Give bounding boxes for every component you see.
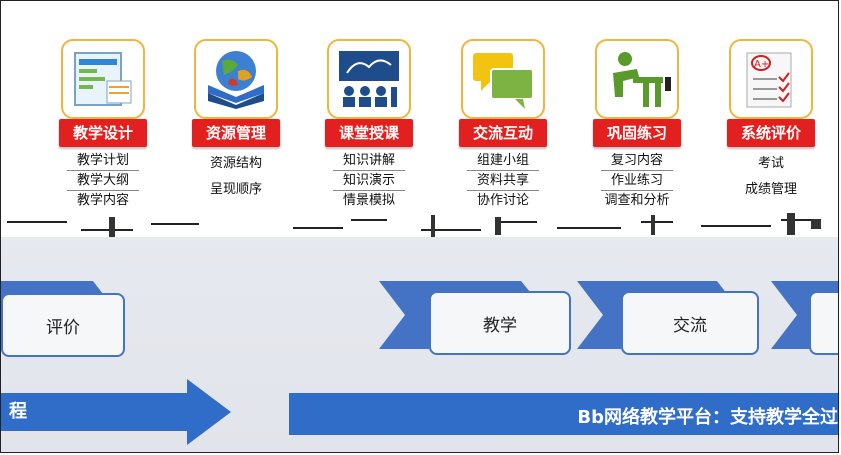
module-items: 教学计划 教学大纲 教学内容 — [61, 151, 145, 211]
module-item: 协作讨论 — [476, 193, 529, 208]
process-label: 程 — [9, 401, 27, 422]
module-item: 教学内容 — [76, 193, 129, 208]
module-items: 考试 成绩管理 — [729, 151, 813, 211]
student-desk-icon — [595, 39, 679, 119]
process-arrow — [1, 379, 231, 445]
module-item: 知识演示 — [333, 171, 405, 191]
flow-step-label: 交流 — [673, 315, 707, 336]
classroom-icon — [327, 39, 411, 119]
flow-step-evaluate: 评价 — [1, 293, 125, 357]
module-title: 系统评价 — [727, 119, 815, 147]
plan-document-icon — [61, 39, 145, 119]
module-title: 资源管理 — [192, 119, 280, 147]
module-resource-management: 资源管理 资源结构 呈现顺序 — [184, 31, 288, 216]
flow-step-label: 评价 — [46, 317, 80, 338]
svg-text:A+: A+ — [754, 59, 769, 70]
flow-step-label: 教学 — [483, 315, 517, 336]
module-items: 复习内容 作业练习 调查和分析 — [595, 151, 679, 211]
flow-step-partial — [809, 291, 838, 355]
module-evaluation: A+ 系统评价 考试 成绩管理 — [719, 31, 823, 216]
module-item: 组建小组 — [467, 151, 539, 171]
platform-bar: Bb网络教学平台：支持教学全过 — [289, 393, 838, 435]
module-item: 知识讲解 — [333, 151, 405, 171]
resource-database-icon — [194, 39, 278, 119]
module-item: 调查和分析 — [604, 193, 670, 208]
module-item: 情景模拟 — [342, 193, 395, 208]
module-item: 教学计划 — [67, 151, 139, 171]
module-title: 课堂授课 — [325, 119, 413, 147]
module-teaching-design: 教学设计 教学计划 教学大纲 教学内容 — [51, 31, 155, 216]
module-item: 复习内容 — [601, 151, 673, 171]
platform-label: Bb网络教学平台：支持教学全过 — [577, 407, 838, 428]
module-item: 作业练习 — [601, 171, 673, 191]
module-item: 考试 — [757, 156, 784, 171]
module-title: 交流互动 — [459, 119, 547, 147]
module-items: 组建小组 资料共享 协作讨论 — [461, 151, 545, 211]
module-practice: 巩固练习 复习内容 作业练习 调查和分析 — [585, 31, 689, 216]
module-item: 教学大纲 — [67, 171, 139, 191]
module-interaction: 交流互动 组建小组 资料共享 协作讨论 — [451, 31, 555, 216]
module-title: 巩固练习 — [593, 119, 681, 147]
module-item: 呈现顺序 — [209, 182, 262, 197]
flow-step-teaching: 教学 — [429, 291, 571, 355]
module-items: 知识讲解 知识演示 情景模拟 — [327, 151, 411, 211]
graded-paper-icon: A+ — [729, 39, 813, 119]
module-items: 资源结构 呈现顺序 — [194, 151, 278, 211]
noise-strip — [1, 213, 838, 239]
chat-bubbles-icon — [461, 39, 545, 119]
module-item: 成绩管理 — [744, 182, 797, 197]
module-item: 资源结构 — [209, 156, 262, 171]
module-item: 资料共享 — [467, 171, 539, 191]
flow-step-exchange: 交流 — [621, 291, 759, 355]
module-classroom-teaching: 课堂授课 知识讲解 知识演示 情景模拟 — [317, 31, 421, 216]
module-title: 教学设计 — [59, 119, 147, 147]
